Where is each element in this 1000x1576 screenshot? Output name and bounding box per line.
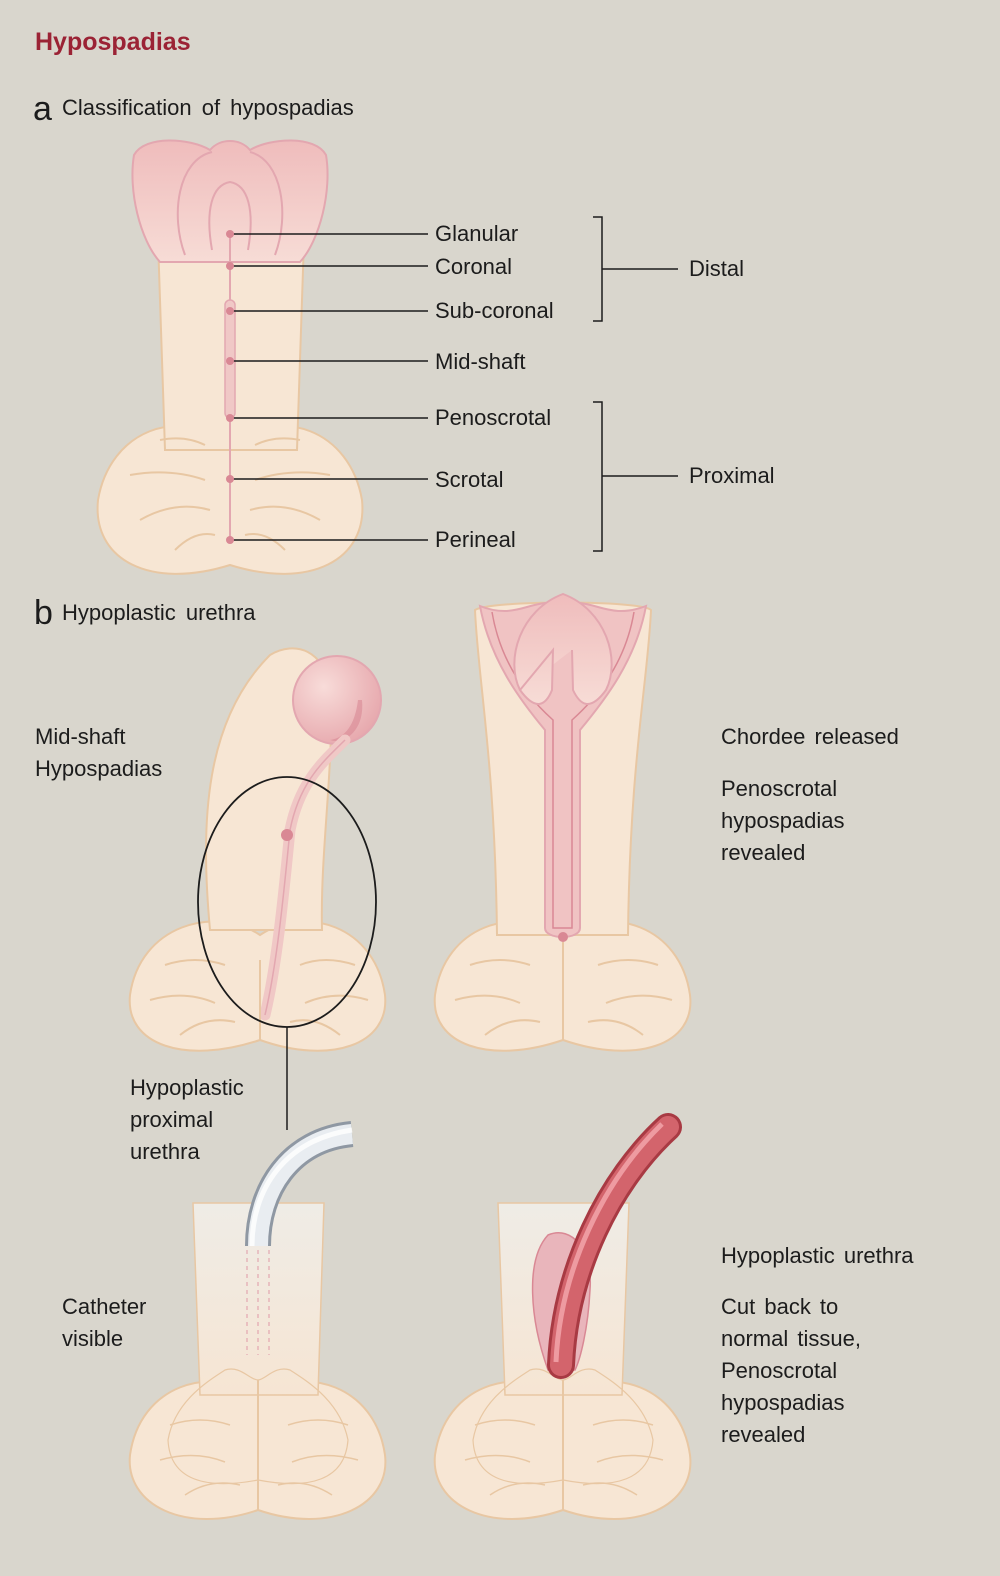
catheter-figure <box>128 1121 387 1520</box>
proximal-bracket <box>593 401 678 552</box>
section-b-letter: b <box>34 594 53 632</box>
cut-back-label: Cut back to normal tissue, Penoscrotal h… <box>721 1294 861 1447</box>
cut-back-figure <box>433 1113 692 1520</box>
section-a-title: Classification of hypospadias <box>62 95 354 120</box>
leader-lines <box>230 233 428 541</box>
level-label-sub-coronal: Sub-coronal <box>435 298 554 323</box>
level-label-mid-shaft: Mid-shaft <box>435 349 526 374</box>
mid-shaft-hypospadias-label: Mid-shaft Hypospadias <box>35 724 163 781</box>
level-label-perineal: Perineal <box>435 527 516 552</box>
group-label-proximal: Proximal <box>689 463 775 488</box>
catheter-visible-label: Catheter visible <box>62 1294 147 1351</box>
hypoplastic-urethra-label: Hypoplastic urethra <box>721 1243 914 1268</box>
classification-figure <box>96 139 678 575</box>
hypoplastic-proximal-urethra-label: Hypoplastic proximal urethra <box>130 1075 244 1164</box>
distal-bracket <box>593 216 678 322</box>
section-a-letter: a <box>33 90 52 128</box>
penoscrotal-revealed-label: Penoscrotal hypospadias revealed <box>721 776 845 865</box>
meatus-dots <box>226 230 234 544</box>
figure-title: Hypospadias <box>35 28 191 56</box>
section-b-title: Hypoplastic urethra <box>62 600 256 625</box>
chordee-released-figure <box>433 592 692 1052</box>
group-label-distal: Distal <box>689 256 745 281</box>
chordee-released-label: Chordee released <box>721 724 899 749</box>
glans-shape <box>131 139 329 263</box>
level-label-glanular: Glanular <box>435 221 519 246</box>
level-label-coronal: Coronal <box>435 254 513 279</box>
level-label-scrotal: Scrotal <box>435 467 504 492</box>
level-label-penoscrotal: Penoscrotal <box>435 405 552 430</box>
midshaft-figure <box>128 647 387 1130</box>
